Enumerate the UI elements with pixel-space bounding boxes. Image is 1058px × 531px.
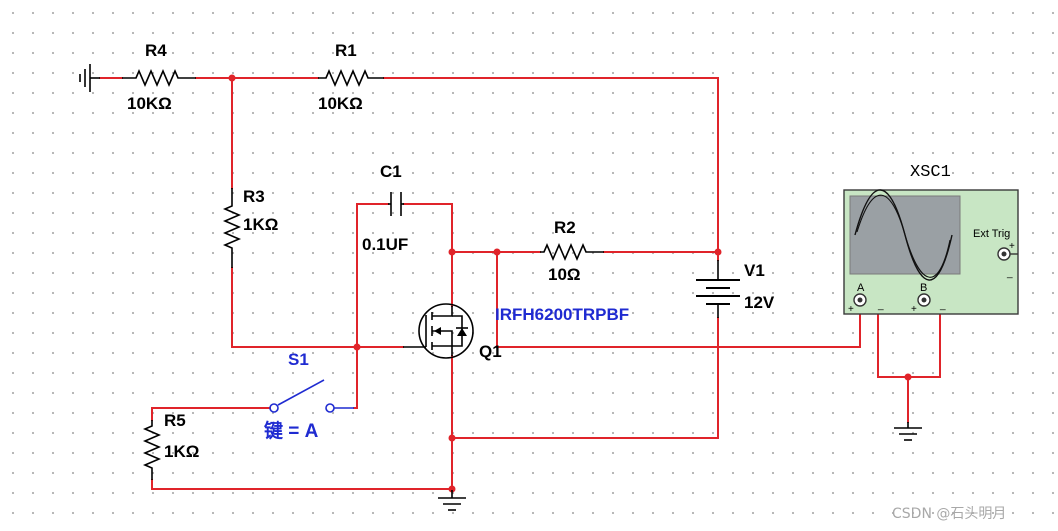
resistor-r4[interactable]: R4 10KΩ [122, 41, 196, 113]
scope-a-minus: _ [877, 300, 884, 311]
switch-s1[interactable]: S1 键 = A [263, 350, 354, 442]
oscilloscope-xsc1[interactable]: XSC1 Ext Trig + _ A B + _ + _ [843, 163, 1019, 315]
r4-name: R4 [145, 41, 167, 60]
s1-key: 键 = A [263, 419, 319, 442]
q1-model: IRFH6200TRPBF [495, 305, 629, 324]
resistor-r1[interactable]: R1 10KΩ [318, 41, 384, 113]
scope-b-plus: + [911, 304, 917, 315]
capacitor-c1[interactable]: C1 0.1UF [362, 162, 408, 254]
resistor-r2[interactable]: R2 10Ω [540, 218, 604, 284]
resistor-r3[interactable]: R3 1KΩ [222, 187, 278, 268]
scope-ext-trig-label: Ext Trig [973, 228, 1010, 240]
scope-channel-a-label: A [857, 282, 865, 294]
resistor-r5[interactable]: R5 1KΩ [142, 411, 199, 480]
r3-name: R3 [243, 187, 265, 206]
v1-name: V1 [744, 261, 765, 280]
scope-ext-minus: _ [1006, 268, 1013, 279]
ground-symbol-left [79, 64, 100, 92]
r5-name: R5 [164, 411, 186, 430]
r3-value: 1KΩ [243, 215, 278, 234]
r4-value: 10KΩ [127, 94, 172, 113]
scope-name: XSC1 [910, 163, 951, 182]
r1-value: 10KΩ [318, 94, 363, 113]
c1-name: C1 [380, 162, 402, 181]
r2-value: 10Ω [548, 265, 581, 284]
v1-value: 12V [744, 293, 775, 312]
watermark: CSDN @石头明月 [892, 506, 1006, 522]
battery-v1[interactable] [696, 260, 740, 318]
r5-value: 1KΩ [164, 442, 199, 461]
s1-name: S1 [288, 350, 309, 369]
q1-name: Q1 [479, 342, 502, 361]
scope-a-plus: + [848, 304, 854, 315]
mosfet-q1[interactable]: IRFH6200TRPBF Q1 [403, 303, 629, 361]
ground-symbol-scope [894, 422, 922, 441]
scope-channel-b-label: B [920, 282, 927, 294]
junctions [228, 74, 912, 493]
r2-name: R2 [554, 218, 576, 237]
wires [99, 77, 941, 491]
scope-ext-plus: + [1009, 241, 1015, 252]
c1-value: 0.1UF [362, 235, 408, 254]
ground-symbol-bottom [438, 490, 466, 511]
scope-waveform-2 [856, 194, 951, 278]
scope-b-minus: _ [939, 300, 946, 311]
r1-name: R1 [335, 41, 357, 60]
